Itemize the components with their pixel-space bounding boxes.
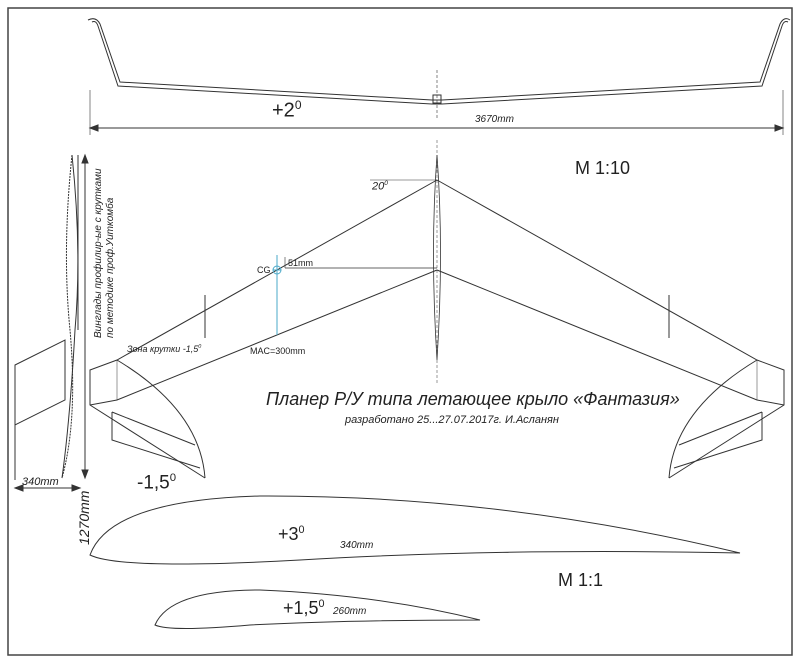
front-view bbox=[87, 18, 791, 120]
airfoil-root bbox=[89, 495, 741, 565]
scale-label-profiles: M 1:1 bbox=[558, 570, 604, 590]
profile-tip-angle: +1,50 bbox=[283, 598, 325, 618]
mac-label: MAC=300mm bbox=[250, 346, 306, 356]
drawing-title: Планер Р/У типа летающее крыло «Фантазия… bbox=[266, 389, 680, 409]
airfoil-tip bbox=[154, 589, 481, 629]
profile-root-chord: 340mm bbox=[340, 540, 374, 551]
wing-planform bbox=[89, 140, 785, 479]
winglet-view bbox=[13, 153, 89, 492]
cg-offset-label: 51mm bbox=[288, 258, 314, 268]
dihedral-label: +20 bbox=[272, 98, 302, 122]
winglet-note-1: Винглады профилир-ые с крутками bbox=[93, 168, 104, 338]
winglet-height-label: 1270mm bbox=[76, 490, 92, 545]
scale-label-top: M 1:10 bbox=[575, 158, 631, 178]
tip-twist-label: -1,50 bbox=[137, 472, 177, 494]
twist-zone-label: Зона крутки -1,50 bbox=[127, 344, 202, 354]
profile-tip-chord: 260mm bbox=[333, 606, 367, 617]
frame-border bbox=[7, 7, 793, 656]
profile-root-angle: +30 bbox=[278, 524, 305, 544]
winglet-chord-label: 340mm bbox=[22, 476, 59, 488]
winglet-note-2: по методике проф.Уиткомба bbox=[105, 197, 116, 338]
sweep-label: 200 bbox=[372, 180, 388, 193]
span-label: 3670mm bbox=[475, 114, 514, 125]
cg-label: CG bbox=[257, 265, 271, 275]
drawing-subtitle: разработано 25...27.07.2017г. И.Асланян bbox=[345, 414, 559, 426]
span-dimension bbox=[88, 90, 785, 135]
